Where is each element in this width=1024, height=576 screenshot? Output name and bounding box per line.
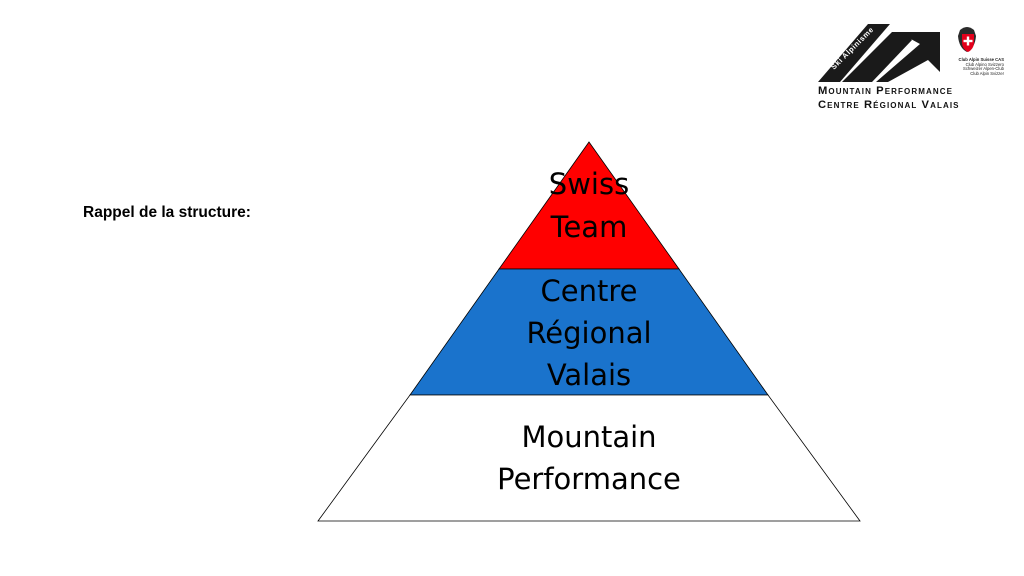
cas-line: Club Alpin Suisse CAS xyxy=(958,57,1004,62)
ski-alpinisme-arrow-icon: Ski Alpinisme xyxy=(818,24,976,82)
cas-line: Schweizer Alpen-Club xyxy=(963,66,1004,72)
intro-label: Rappel de la structure: xyxy=(83,204,251,221)
club-logo: Ski Alpinisme Club Alpin Suisse CAS Club… xyxy=(812,14,1008,114)
tier-label-line: Swiss xyxy=(549,167,629,201)
tier-label-line: Régional xyxy=(526,316,651,350)
tier-label-line: Team xyxy=(550,210,628,244)
cas-line: Club Alpin Svizzer xyxy=(970,70,1004,76)
tier-bottom-mountain-performance xyxy=(317,394,861,522)
swiss-shield-icon xyxy=(958,27,976,52)
logo-title-centre-regional: Centre Régional Valais xyxy=(818,99,960,111)
logo-title-mountain-performance: Mountain Performance xyxy=(818,85,954,97)
tier-label-line: Valais xyxy=(547,358,631,392)
cas-line: Club Alpino Svizzero xyxy=(965,61,1004,67)
tier-label-line: Centre xyxy=(541,274,638,308)
cas-name-block: Club Alpin Suisse CAS Club Alpino Svizze… xyxy=(942,57,1004,76)
tier-label-line: Performance xyxy=(497,462,681,496)
tier-label-line: Mountain xyxy=(521,420,656,454)
tier-top-swiss-team xyxy=(498,141,680,270)
